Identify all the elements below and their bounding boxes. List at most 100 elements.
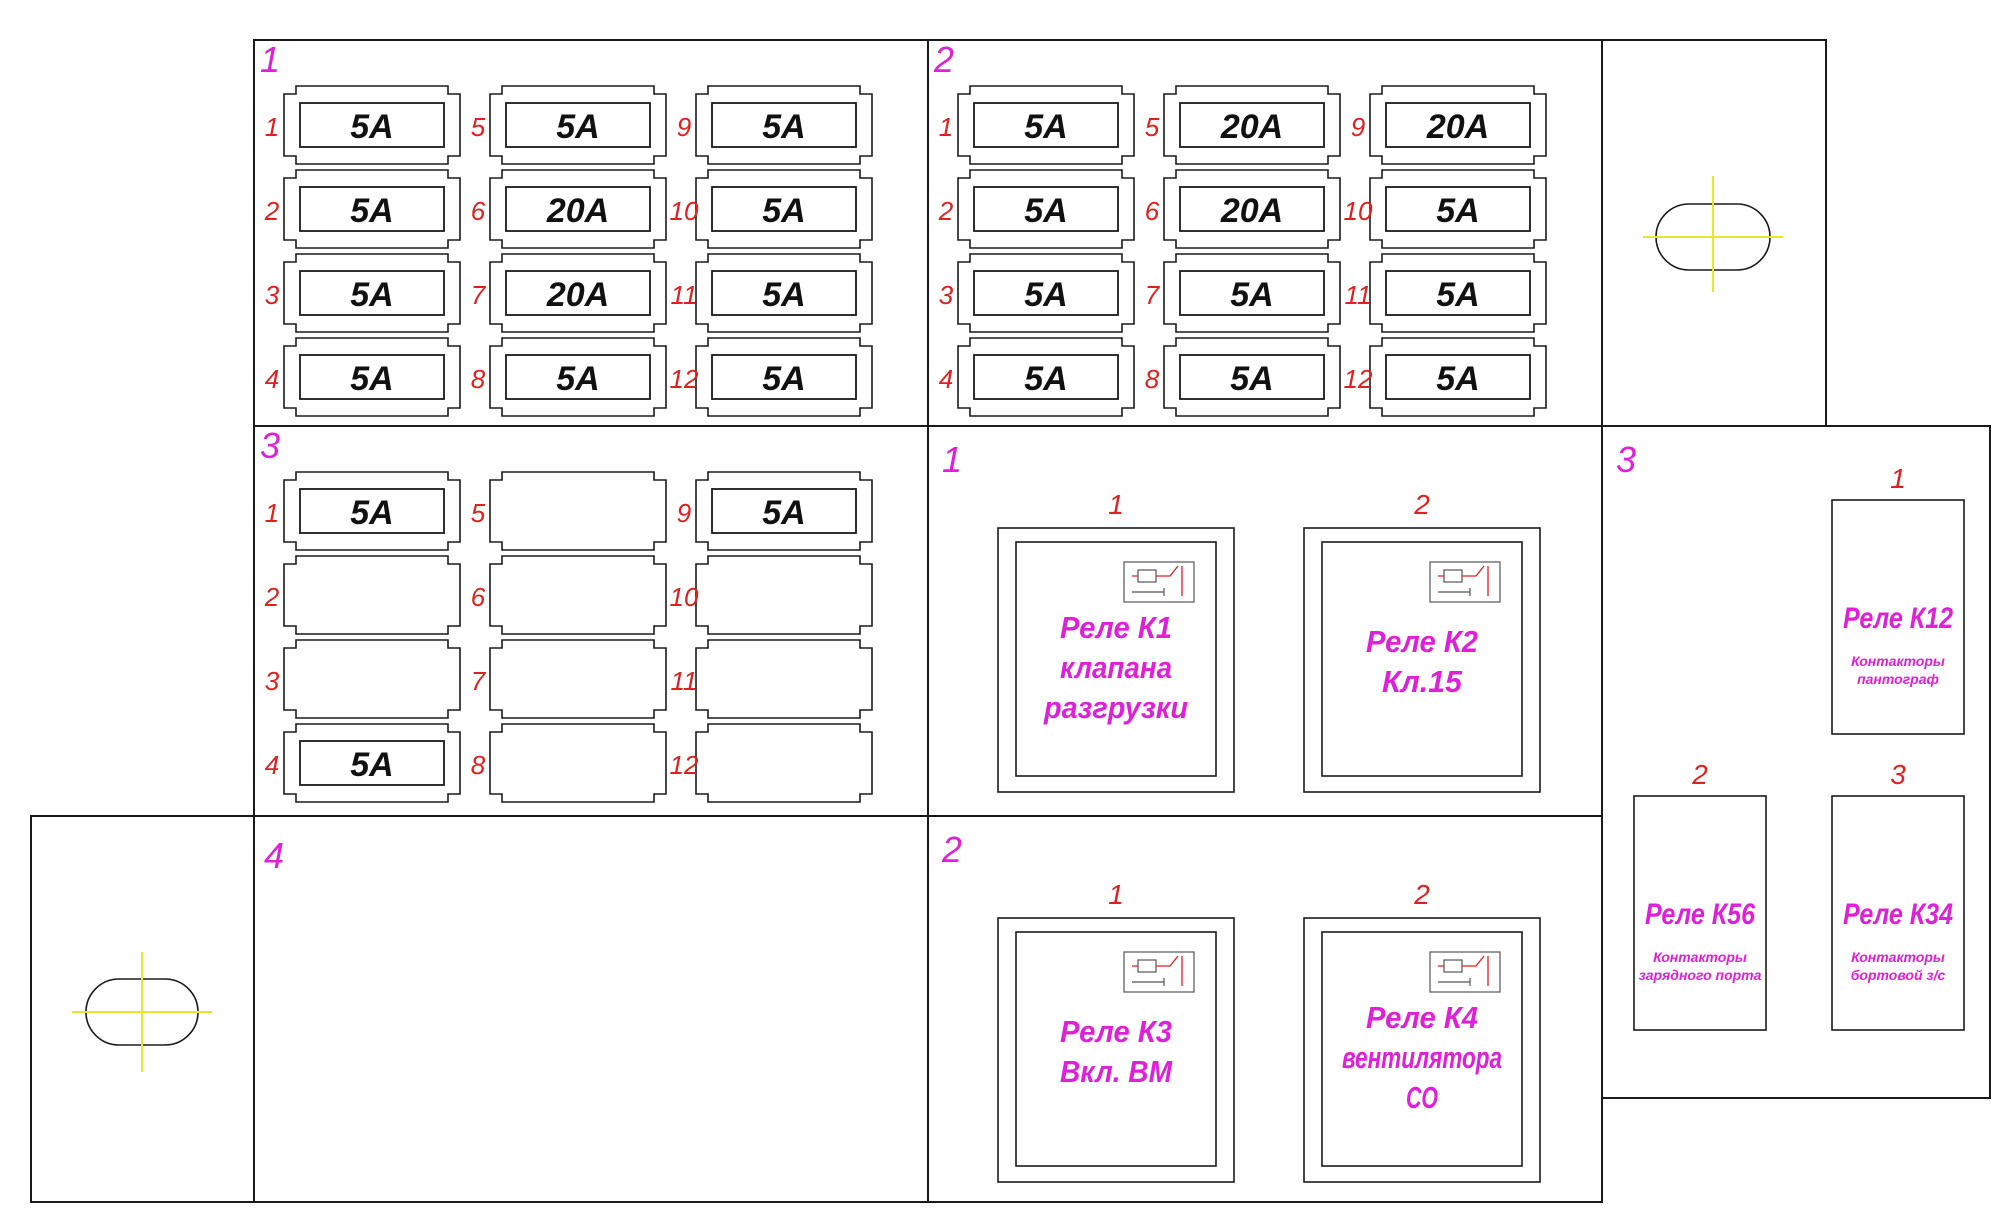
contactor-subtitle: Контакторы	[1851, 949, 1945, 965]
fuse-slot[interactable]: 11	[671, 639, 873, 719]
fuse-rating: 5A	[350, 192, 393, 230]
fuse-slot[interactable]: 4 5A	[265, 723, 461, 803]
fuse-rating: 20A	[1220, 108, 1283, 146]
fuse-slot-number: 4	[265, 750, 279, 780]
relay-panel-label: 2	[941, 829, 962, 870]
fuse-slot-outline	[695, 723, 873, 803]
fuse-slot-number: 3	[265, 666, 280, 696]
fuse-slot-outline	[1163, 253, 1341, 333]
relay-label-line: Кл.15	[1382, 664, 1463, 699]
fuse-block-label: 1	[260, 39, 280, 80]
fuse-slot[interactable]: 7	[471, 639, 667, 719]
fuse-rating: 5A	[1436, 192, 1479, 230]
fuse-slot-outline	[957, 253, 1135, 333]
fuse-slot-number: 8	[1145, 364, 1160, 394]
relay-label-line: Реле К4	[1366, 1000, 1478, 1035]
fuse-slot-outline	[1163, 169, 1341, 249]
fuse-slot-outline	[957, 169, 1135, 249]
fuse-slot-number: 11	[1345, 280, 1372, 310]
relay-symbol-icon	[1429, 561, 1501, 603]
fuse-rating: 5A	[350, 746, 393, 784]
panel-frames	[30, 39, 1991, 1203]
fuse-slot-number: 7	[1145, 280, 1161, 310]
fuse-insert	[299, 102, 445, 148]
fuse-slot-number: 1	[265, 112, 279, 142]
relay-position-number: 2	[1413, 489, 1430, 520]
fuse-slot-outline	[695, 639, 873, 719]
fuse-slot-number: 7	[471, 280, 487, 310]
relay-body	[1321, 541, 1523, 777]
relay-body	[1015, 541, 1217, 777]
fuse-insert	[711, 270, 857, 316]
fuse-slot[interactable]: 5	[471, 471, 667, 551]
fuse-rating: 20A	[546, 192, 609, 230]
fuse-insert	[973, 102, 1119, 148]
fuse-insert	[299, 186, 445, 232]
fuse-insert	[1385, 186, 1531, 232]
fuse-insert	[711, 354, 857, 400]
contactor-position-number: 2	[1691, 759, 1708, 790]
panel-relay-2	[927, 815, 1603, 1203]
fuse-slot[interactable]: 8	[471, 723, 667, 803]
contactor-body	[1831, 499, 1965, 735]
relay-label-line: клапана	[1060, 650, 1172, 685]
fuse-slot[interactable]: 12	[670, 723, 873, 803]
fuse-insert	[711, 102, 857, 148]
fuse-slot-outline	[1163, 85, 1341, 165]
mounting-hole-top-right	[1643, 176, 1783, 292]
contactor-position-number: 3	[1890, 759, 1906, 790]
contactor-body	[1633, 795, 1767, 1031]
fuse-slot[interactable]: 10	[670, 555, 873, 635]
fuse-slot[interactable]: 6	[471, 555, 667, 635]
relay-body	[1015, 931, 1217, 1167]
fuse-slot[interactable]: 3	[265, 639, 461, 719]
fuse-slot-outline	[1369, 253, 1547, 333]
fuse-insert	[299, 488, 445, 534]
fuse-slot-outline	[695, 85, 873, 165]
fuse-slot-number: 8	[471, 750, 486, 780]
fuse-slot-number: 3	[265, 280, 280, 310]
relay-symbol-icon	[1123, 951, 1195, 993]
relay-label-line: Реле К3	[1060, 1014, 1172, 1049]
fuse-slot[interactable]: 2	[264, 555, 461, 635]
fuse-slot-outline	[695, 471, 873, 551]
fuse-slot-outline	[695, 253, 873, 333]
